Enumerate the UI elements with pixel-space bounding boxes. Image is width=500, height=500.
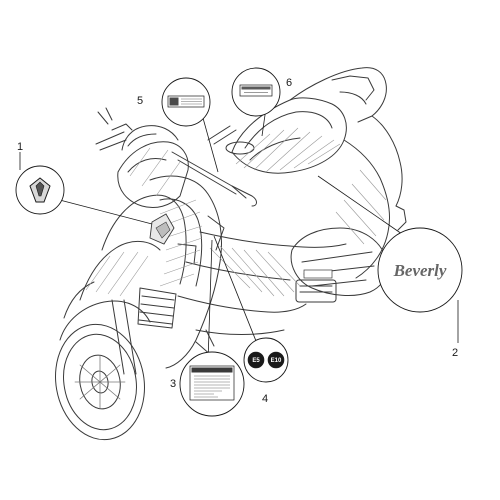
- emblem-on-scooter: [149, 213, 175, 245]
- tire-pressure-label-icon: [167, 95, 205, 108]
- fuel-badge-e5-label: E5: [252, 358, 260, 364]
- callout-5: 5: [137, 77, 211, 127]
- front-fairing: [117, 141, 189, 209]
- front-grille: [137, 287, 177, 329]
- callout-number-1: 1: [17, 141, 23, 153]
- callout-number-4: 4: [262, 393, 268, 405]
- callout-6: 6: [231, 67, 292, 117]
- leg-shield: [149, 175, 222, 369]
- callout-circle-2: [377, 227, 463, 313]
- body-hatching: [85, 127, 387, 297]
- front-wheel: [55, 323, 145, 441]
- callout-2: Beverly 2: [377, 227, 463, 359]
- manufacturer-emblem-icon: [29, 177, 51, 203]
- callout-number-3: 3: [170, 378, 176, 390]
- callout-number-5: 5: [137, 95, 143, 107]
- leader-lines: [19, 79, 459, 363]
- side-label-on-scooter: [303, 269, 333, 279]
- brand-logo-text: Beverly: [393, 261, 447, 280]
- warning-label-icon: [189, 365, 235, 401]
- callout-circle-4: [243, 337, 289, 383]
- windscreen: [121, 125, 179, 151]
- callout-number-2: 2: [452, 347, 458, 359]
- callout-3: 3: [170, 351, 245, 417]
- brand-plate-icon: [239, 84, 273, 97]
- handlebar-left: [95, 131, 127, 151]
- callout-number-6: 6: [286, 77, 292, 89]
- fuel-badge-e10-label: E10: [271, 358, 282, 364]
- callout-1: 1: [15, 141, 65, 215]
- fuel-badge-e5-icon: E5: [247, 351, 265, 369]
- handlebar-right: [171, 151, 247, 199]
- front-fender: [59, 300, 151, 341]
- fuel-badge-e10-icon: E10: [267, 351, 285, 369]
- callout-4: E5 E10 4: [243, 337, 289, 405]
